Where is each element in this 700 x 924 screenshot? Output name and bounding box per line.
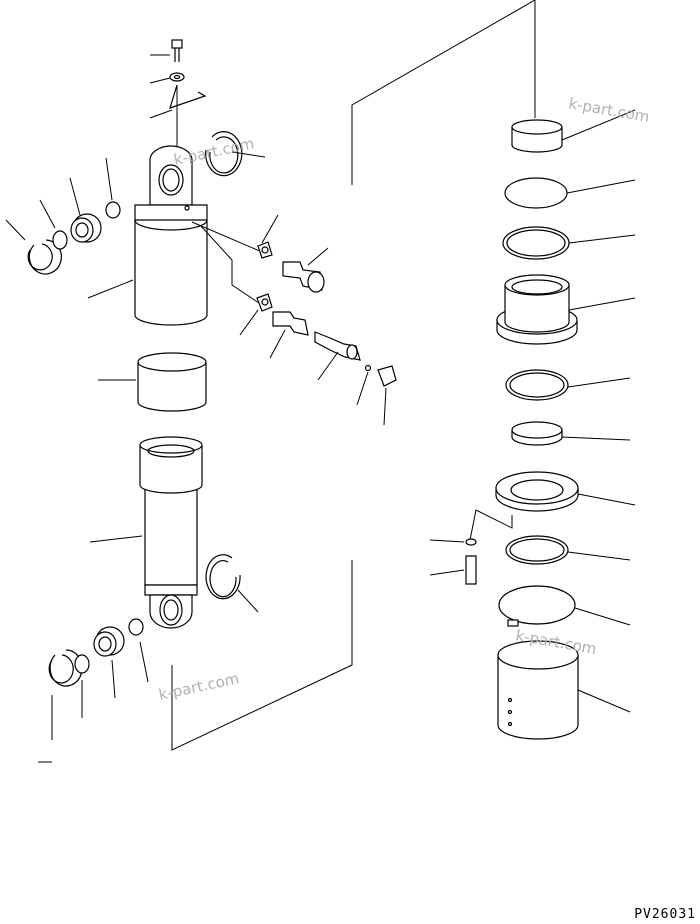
valve-spring [314,331,361,381]
check-valve-1 [282,247,329,293]
bolt-right [429,555,477,585]
valve-axis-2 [199,224,263,306]
wire-lock [149,84,207,119]
valve-axis-1 [191,221,263,253]
drawing-code: PV26031 [634,907,696,922]
washer-top [149,72,185,84]
backup-ring-right [502,226,636,260]
flange-plate-right [495,471,636,512]
watermark-1: k-part.com [567,94,651,126]
seal-washer-2 [239,293,273,336]
wear-ring-right [511,421,631,446]
snap-ring-upper [205,131,266,177]
washer-right [429,538,477,546]
band-clamp-right [498,585,631,627]
bearing-stack-upper [5,157,121,275]
steel-ball [356,364,372,406]
bolt-top [150,39,183,62]
flange-housing-right [496,274,636,345]
bearing-stack-lower [48,618,149,740]
watermark-3: k-part.com [157,669,241,704]
seal-washer-1 [257,214,279,259]
cover-right [497,640,631,740]
bolt-axis-right [469,509,513,541]
cylinder-housing [87,145,208,326]
plug [377,365,397,426]
assembly-connector-lines [171,0,536,751]
o-ring-right-1 [504,177,636,209]
check-valve-2 [269,311,309,359]
sleeve-right [511,109,636,153]
seal-ring-right-2 [505,535,631,565]
piston-rod [89,436,203,629]
bushing-left [98,352,207,412]
watermark-2: k-part.com [172,134,256,169]
snap-ring-lower [205,554,259,613]
seal-ring-right-1 [505,369,631,401]
